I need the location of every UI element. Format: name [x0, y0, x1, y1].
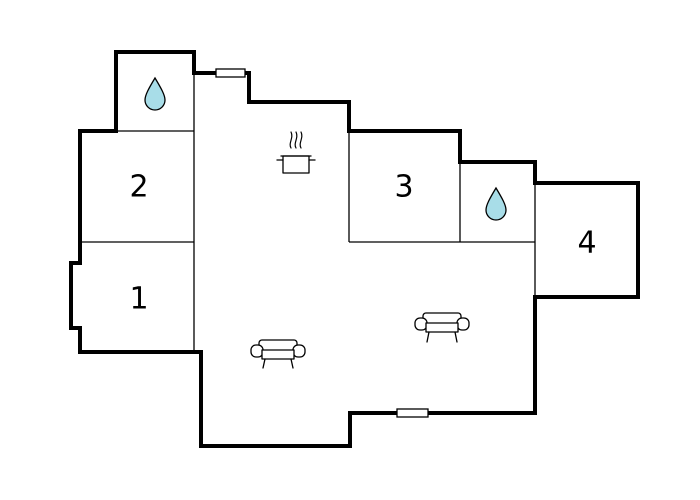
room-label-2: 2: [129, 170, 148, 205]
water-drop-icon: [485, 186, 507, 221]
water-drop-icon: [144, 76, 166, 111]
room-label-4: 4: [577, 226, 596, 261]
room-label-3: 3: [394, 170, 413, 205]
interior-walls: [80, 73, 536, 352]
sofa-icon: [414, 312, 470, 343]
sofa-icon: [250, 339, 306, 369]
room-label-1: 1: [129, 282, 148, 317]
window-icon: [215, 68, 246, 78]
cooking-pot-icon: [276, 131, 316, 174]
window-icon: [396, 408, 429, 418]
outer-wall: [69, 50, 640, 448]
